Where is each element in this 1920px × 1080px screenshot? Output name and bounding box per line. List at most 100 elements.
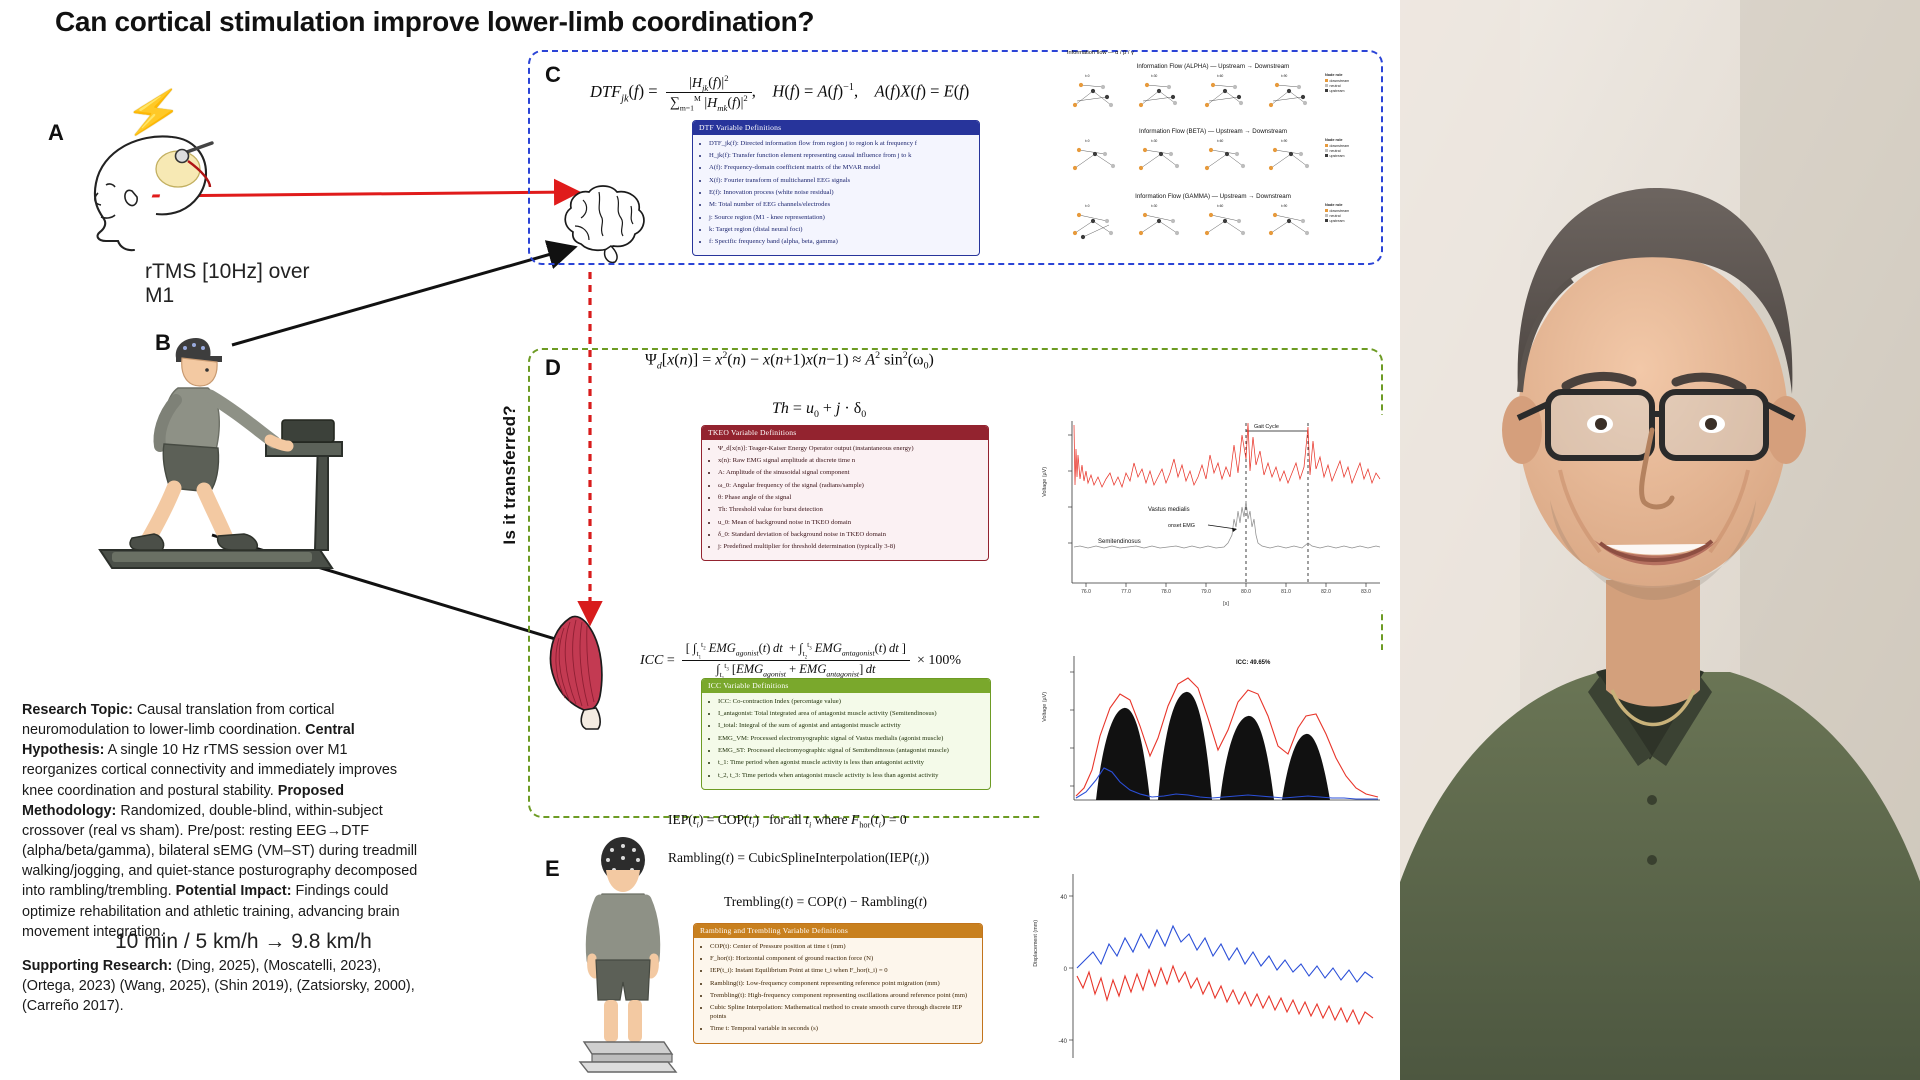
icc-plot: ICC: 49.65% Voltage (µV): [1040, 650, 1385, 820]
dtf-def-item: k: Target region (distal neural foci): [709, 226, 972, 235]
central-hypothesis-label: Central Hypothesis:: [22, 722, 355, 759]
network-block-alpha: Information Flow (ALPHA) — Upstream → Do…: [1063, 63, 1363, 126]
network-block-gamma: Information Flow (GAMMA) — Upstream → Do…: [1063, 193, 1363, 256]
icc-definitions-list: ICC: Co-contraction Index (percentage va…: [702, 693, 990, 789]
panel-a-stimulation: ⚡ rTMS [10Hz] over M1: [40, 82, 340, 307]
icc-def-item: EMG_ST: Processed electromyographic sign…: [718, 747, 983, 756]
emg-agonist-label: Vastus medialis: [1148, 507, 1190, 513]
svg-text:78.0: 78.0: [1161, 589, 1171, 595]
icc-def-item: ICC: Co-contraction Index (percentage va…: [718, 698, 983, 707]
svg-text:t=90: t=90: [1281, 139, 1288, 143]
svg-text:0: 0: [1064, 967, 1068, 973]
icc-def-item: t_1: Time period when agonist muscle act…: [718, 759, 983, 768]
posturography-ylabel: Displacement (mm): [1033, 920, 1039, 967]
dtf-definitions-title: DTF Variable Definitions: [693, 121, 979, 135]
rambling-def-item: IEP(t_i): Instant Equilibrium Point at t…: [710, 967, 975, 976]
page-title: Can cortical stimulation improve lower-l…: [55, 6, 815, 37]
rambling-def-item: Rambling(t): Low-frequency component rep…: [710, 980, 975, 989]
equation-rambling: Rambling(t) = CubicSplineInterpolation(I…: [668, 850, 930, 868]
svg-text:t=60: t=60: [1217, 204, 1224, 208]
svg-text:t=60: t=60: [1217, 139, 1224, 143]
icc-value-label: ICC: 49.65%: [1236, 660, 1271, 666]
equation-trembling: Trembling(t) = COP(t) − Rambling(t): [724, 894, 928, 909]
supporting-research-label: Supporting Research:: [22, 957, 173, 974]
tkeo-def-item: δ_0: Standard deviation of background no…: [718, 531, 981, 540]
rambling-def-item: F_hor(t): Horizontal component of ground…: [710, 955, 975, 964]
rambling-definitions-list: COP(t): Center of Pressure position at t…: [694, 938, 982, 1043]
network-title-alpha: Information Flow (ALPHA) — Upstream → Do…: [1136, 63, 1290, 70]
equation-tkeo: Ψd[x(n)] = x2(n) − x(n+1)x(n−1) ≈ A2 sin…: [645, 350, 934, 372]
tkeo-def-item: A: Amplitude of the sinusoidal signal co…: [718, 469, 981, 478]
svg-text:40: 40: [1060, 895, 1067, 901]
panel-b-treadmill: 10 min / 5 km/h → 9.8 km/h: [70, 300, 390, 953]
icc-ylabel: Voltage (µV): [1042, 692, 1048, 722]
svg-text:t=30: t=30: [1151, 74, 1158, 78]
svg-text:77.0: 77.0: [1121, 589, 1131, 595]
svg-text:t=30: t=30: [1151, 139, 1158, 143]
muscle-illustration: [540, 612, 650, 737]
panel-b-label: 10 min / 5 km/h → 9.8 km/h: [115, 930, 372, 953]
tkeo-def-item: x(n): Raw EMG signal amplitude at discre…: [718, 457, 981, 466]
svg-text:79.0: 79.0: [1201, 589, 1211, 595]
icc-def-item: t_2, t_3: Time periods when antagonist m…: [718, 772, 983, 781]
icc-definitions-box: ICC Variable Definitions ICC: Co-contrac…: [701, 678, 991, 790]
emg-signal-plot: Vastus medialis Semitendinosus Gait Cycl…: [1040, 415, 1385, 610]
dtf-network-charts: Information flow — α / β / γ Information…: [1045, 50, 1385, 262]
gait-cycle-label: Gait Cycle: [1254, 424, 1279, 430]
network-title-beta: Information Flow (BETA) — Upstream → Dow…: [1138, 128, 1288, 135]
network-graph-beta: t=0 t=30 t=60 t=90: [1072, 139, 1310, 171]
svg-text:t=30: t=30: [1151, 204, 1158, 208]
dtf-def-item: X(f): Fourier transform of multichannel …: [709, 177, 972, 186]
svg-text:t=90: t=90: [1281, 74, 1288, 78]
dtf-def-item: j: Source region (M1 - knee representati…: [709, 214, 972, 223]
panel-letter-b: B: [155, 330, 171, 355]
panel-letter-c: C: [545, 62, 561, 87]
dtf-def-item: M: Total number of EEG channels/electrod…: [709, 201, 972, 210]
panel-a-label: rTMS [10Hz] over M1: [145, 260, 310, 307]
network-legend-beta: Node role downstream neutral upstream: [1325, 138, 1350, 158]
dtf-definitions-list: DTF_jk(f): Directed information flow fro…: [693, 135, 979, 256]
rambling-def-item: Cubic Spline Interpolation: Mathematical…: [710, 1004, 975, 1022]
tkeo-def-item: Th: Threshold value for burst detection: [718, 506, 981, 515]
research-text-block: Research Topic: Causal translation from …: [22, 700, 422, 1030]
transfer-question-label: Is it transferred?: [500, 405, 519, 545]
network-legend-gamma: Node role downstream neutral upstream: [1325, 203, 1350, 223]
icc-def-item: I_total: Integral of the sum of agonist …: [718, 722, 983, 731]
treadmill-walker-illustration: [98, 338, 343, 569]
research-topic-label: Research Topic:: [22, 702, 133, 718]
icc-def-item: EMG_VM: Processed electromyographic sign…: [718, 735, 983, 744]
brain-illustration: [555, 178, 651, 273]
dtf-def-item: E(f): Innovation process (white noise re…: [709, 189, 972, 198]
network-title-gamma: Information Flow (GAMMA) — Upstream → Do…: [1135, 193, 1291, 200]
svg-text:t=90: t=90: [1281, 204, 1288, 208]
svg-text:t=0: t=0: [1085, 139, 1090, 143]
dtf-def-item: DTF_jk(f): Directed information flow fro…: [709, 140, 972, 149]
tkeo-def-item: u_0: Mean of background noise in TKEO do…: [718, 519, 981, 528]
network-block-beta: Information Flow (BETA) — Upstream → Dow…: [1063, 128, 1363, 191]
dtf-def-item: A(f): Frequency-domain coefficient matri…: [709, 164, 972, 173]
emg-xlabel: [s]: [1223, 601, 1229, 607]
standing-figure-illustration: [578, 837, 678, 1073]
panel-c-dtf: [528, 50, 1383, 265]
svg-text:76.0: 76.0: [1081, 589, 1091, 595]
supporting-research-paragraph: Supporting Research: (Ding, 2025), (Mosc…: [22, 957, 415, 1015]
equation-icc: ICC = [ ∫t1t2 EMGagonist(t) dt + ∫t2t3 E…: [640, 640, 962, 681]
icc-definitions-title: ICC Variable Definitions: [702, 679, 990, 693]
tkeo-definitions-title: TKEO Variable Definitions: [702, 426, 988, 440]
icc-def-item: I_antagonist: Total integrated area of a…: [718, 710, 983, 719]
emg-ylabel: Voltage (µV): [1042, 467, 1048, 497]
dtf-def-item: f: Specific frequency band (alpha, beta,…: [709, 238, 972, 247]
svg-text:81.0: 81.0: [1281, 589, 1291, 595]
svg-text:80.0: 80.0: [1241, 589, 1251, 595]
tkeo-def-item: j: Predefined multiplier for threshold d…: [718, 543, 981, 552]
equation-iep: IEP(ti) = COP(ti) for all ti where Fhor(…: [668, 812, 907, 830]
equation-dtf: DTFjk(f) = |Hjk(f)|2 ∑m=1M |Hmk(f)|2 , H…: [590, 73, 970, 113]
tkeo-definitions-box: TKEO Variable Definitions Ψ_d[x(n)]: Tea…: [701, 425, 989, 562]
svg-text:t=0: t=0: [1085, 74, 1090, 78]
rambling-def-item: Trembling(t): High-frequency component r…: [710, 992, 975, 1001]
panel-letter-e: E: [545, 856, 560, 881]
proposed-methodology-label: Proposed Methodology:: [22, 782, 345, 819]
